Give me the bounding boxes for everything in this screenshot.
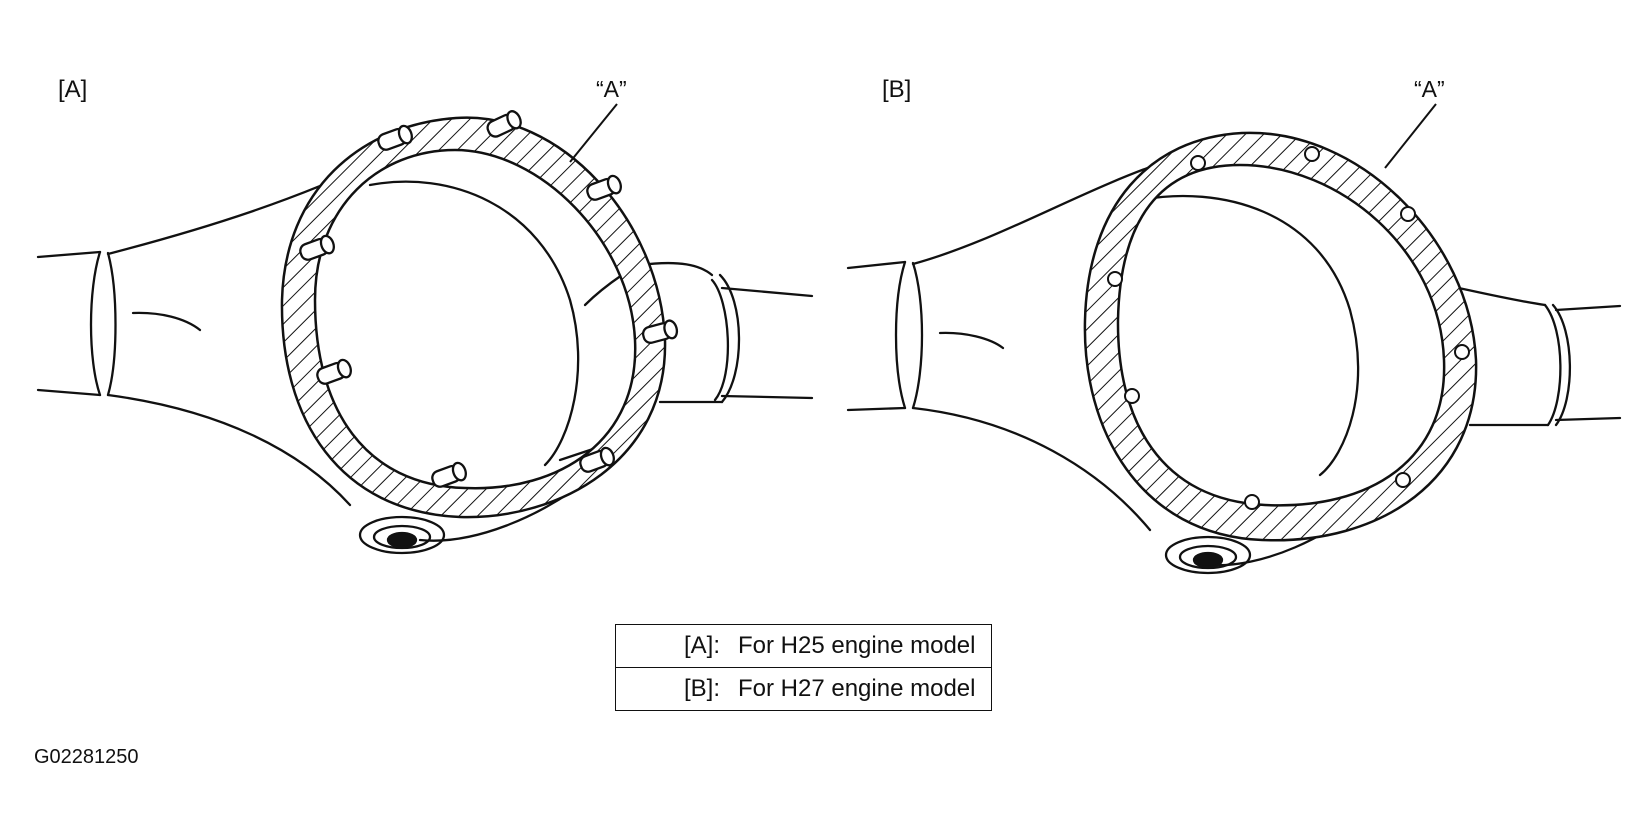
legend-key: [B]:: [683, 675, 720, 702]
housing-b: [846, 158, 1622, 575]
legend-text: For H27 engine model: [738, 675, 976, 702]
panel-label-a: [A]: [58, 76, 88, 103]
studs-a: [299, 110, 679, 488]
legend-text: For H25 engine model: [738, 632, 976, 659]
legend-row: [A]: For H25 engine model: [614, 624, 993, 668]
legend-row: [B]: For H27 engine model: [614, 667, 993, 711]
bolt-holes-b: [1107, 146, 1470, 510]
panel-label-b: [B]: [882, 76, 912, 103]
callout-b: “A”: [1414, 76, 1445, 102]
gasket-ring-b: [1083, 131, 1478, 542]
leader-line-a: [569, 103, 618, 163]
legend-key: [A]:: [683, 632, 720, 659]
callout-a: “A”: [596, 76, 627, 102]
legend-table: [A]: For H25 engine model [B]: For H27 eng…: [614, 624, 993, 711]
housing-a: [36, 148, 814, 555]
figure-id: G02281250: [34, 746, 139, 768]
leader-line-b: [1384, 103, 1437, 169]
